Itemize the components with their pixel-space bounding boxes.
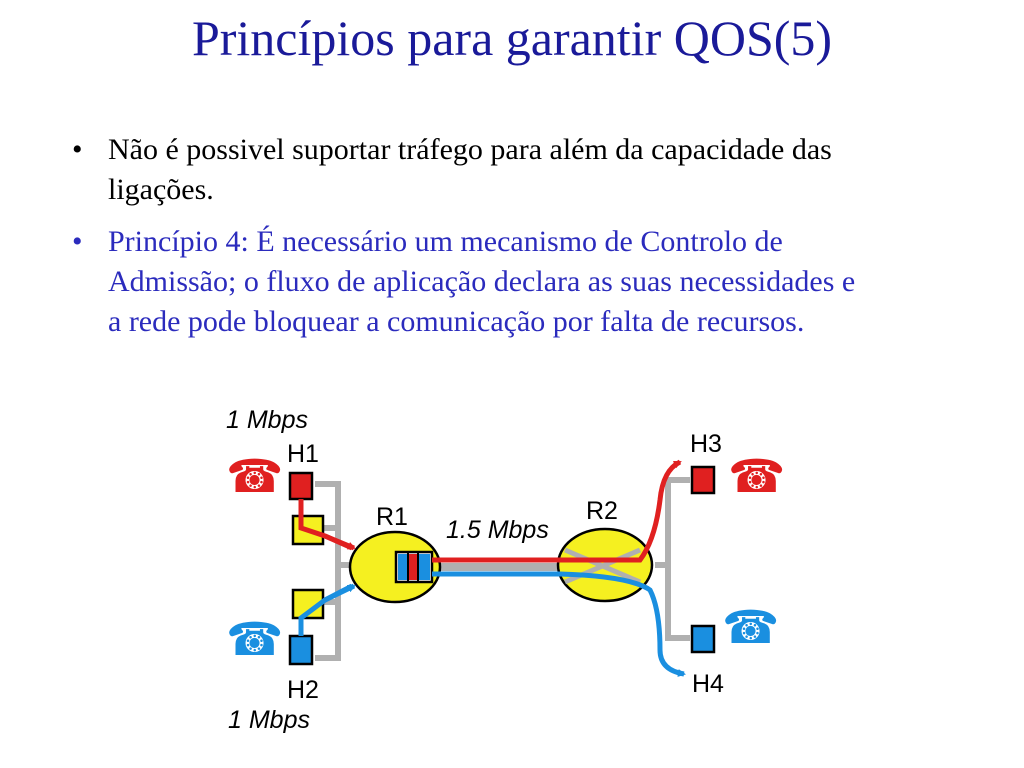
bullet-marker: • <box>72 225 83 258</box>
right-gray-links <box>655 477 690 641</box>
router-r1-label: R1 <box>376 503 408 531</box>
h2-rate-label: 1 Mbps <box>228 706 310 734</box>
phone-icon: ☎ <box>728 449 785 503</box>
host-h3-label: H3 <box>690 430 722 458</box>
bullet-text: Princípio 4: É necessário um mecanismo d… <box>108 225 856 338</box>
bullet-marker: • <box>72 133 83 166</box>
host-h4-label: H4 <box>692 670 724 698</box>
router-r2-label: R2 <box>586 497 618 525</box>
host-h2 <box>288 634 314 666</box>
bullet-item: • Princípio 4: É necessário um mecanismo… <box>72 222 872 342</box>
bullet-text: Não é possivel suportar tráfego para alé… <box>108 133 832 206</box>
phone-icon: ☎ <box>722 600 779 654</box>
host-h1-label: H1 <box>287 440 319 468</box>
phone-icon: ☎ <box>226 612 283 666</box>
slide-title: Princípios para garantir QOS(5) <box>191 10 833 66</box>
host-h1 <box>288 471 314 501</box>
h1-rate-label: 1 Mbps <box>226 406 308 434</box>
r1-output-queue <box>394 550 434 584</box>
host-h2-label: H2 <box>287 676 319 704</box>
link-rate-label: 1.5 Mbps <box>446 516 549 544</box>
host-h4 <box>690 624 716 654</box>
red-flow-arrow-r1 <box>324 533 356 551</box>
phone-icon: ☎ <box>226 449 283 503</box>
blue-flow-arrow-r1 <box>323 583 356 603</box>
network-diagram: 1 Mbps H1 R1 1.5 Mbps R2 H3 H2 1 Mbps H4… <box>226 406 785 734</box>
bullet-item: • Não é possivel suportar tráfego para a… <box>72 130 872 210</box>
host-h3 <box>690 465 716 495</box>
